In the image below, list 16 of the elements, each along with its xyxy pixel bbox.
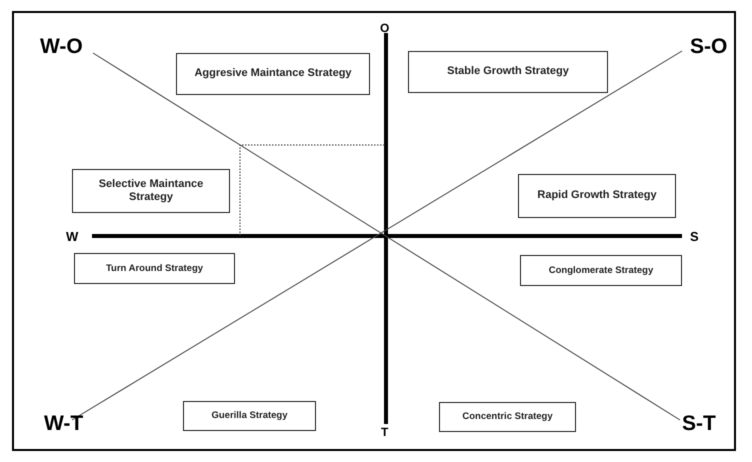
strategy-box: Aggresive Maintance Strategy: [176, 53, 370, 95]
axis-label: W: [66, 230, 78, 243]
axis-label: T: [381, 426, 388, 438]
strategy-box: Rapid Growth Strategy: [518, 174, 676, 218]
axis-label: S-T: [682, 413, 716, 434]
axis-label: W-O: [40, 36, 83, 57]
strategy-box: Guerilla Strategy: [183, 401, 316, 431]
strategy-box: Stable Growth Strategy: [408, 51, 608, 93]
axis-label: W-T: [44, 413, 84, 434]
strategy-box: Conglomerate Strategy: [520, 255, 682, 286]
axis-label: S: [690, 230, 699, 243]
strategy-box: Selective Maintance Strategy: [72, 169, 230, 213]
strategy-box: Concentric Strategy: [439, 402, 576, 432]
strategy-box: Turn Around Strategy: [74, 253, 235, 284]
axis-label: S-O: [690, 36, 728, 57]
axis-label: O: [380, 22, 390, 34]
